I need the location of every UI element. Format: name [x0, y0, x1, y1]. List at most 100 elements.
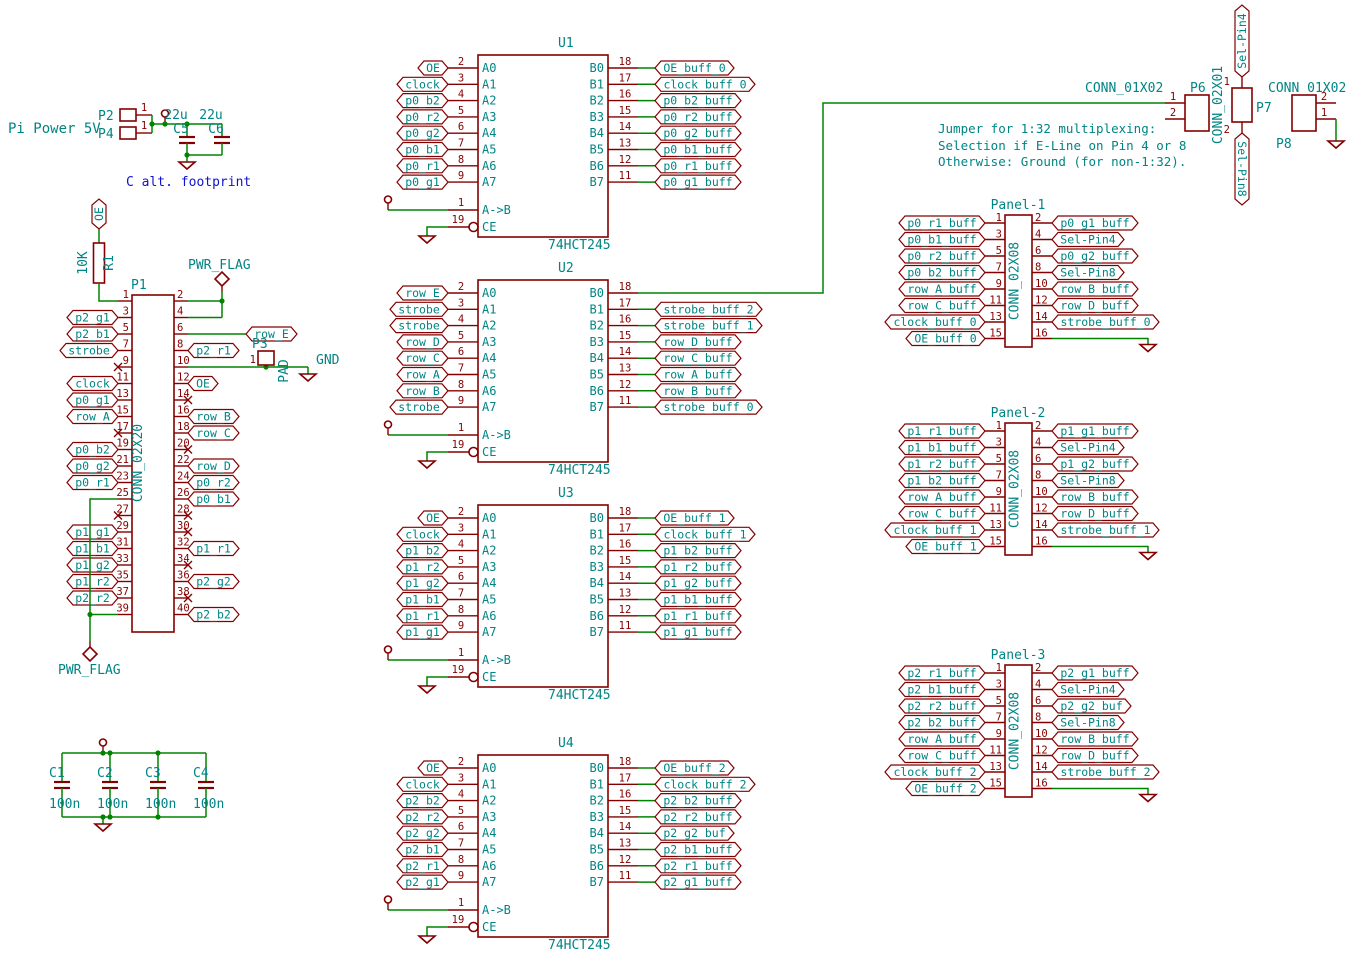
connector-p6-body	[1184, 94, 1210, 132]
connector-p4-body	[119, 126, 137, 140]
net-label: row_E	[254, 327, 289, 341]
pin-number: 4	[458, 314, 464, 326]
pin-name: B0	[590, 761, 604, 775]
junction-dot	[100, 750, 106, 756]
pin-number: 2	[1170, 107, 1176, 119]
pwr-flag-label: PWR_FLAG	[188, 258, 251, 273]
net-label-group: Sel-Pin8	[1234, 132, 1250, 206]
net-label: Sel-Pin4	[1060, 441, 1115, 455]
pin-number: 39	[116, 603, 129, 615]
pin-number: 23	[116, 471, 129, 483]
net-label: clock_buff_0	[663, 77, 746, 91]
net-label-group: OE	[91, 198, 107, 230]
net-label-shape	[1051, 231, 1125, 248]
c-alt-footprint-note: C alt. footprint	[126, 175, 251, 190]
p1-ref: P1	[131, 278, 147, 293]
pin-number: 5	[996, 245, 1002, 257]
net-label: p2_r1	[405, 859, 440, 873]
net-label-shape	[396, 624, 449, 640]
net-label: strobe	[398, 319, 440, 333]
pin-number: 15	[989, 778, 1002, 790]
pin-number: 11	[619, 395, 632, 407]
no-connect-x	[183, 511, 193, 520]
pin-number: 2	[458, 756, 464, 768]
pin-number: 11	[989, 745, 1002, 757]
pin-number: 1	[1224, 76, 1230, 88]
pin-number: 28	[177, 504, 190, 516]
pin-number: 1	[458, 647, 464, 659]
pin-number: 3	[996, 229, 1002, 241]
connector-p1-body	[131, 294, 175, 633]
pin-name: B6	[590, 859, 604, 873]
net-label: p2_r1	[196, 344, 231, 358]
pin-number: 1	[458, 897, 464, 909]
pin-number: 7	[996, 470, 1002, 482]
net-label: p1_g2_buff	[1060, 457, 1129, 471]
no-connect-x	[113, 511, 123, 520]
net-label: p1_g2	[75, 558, 110, 572]
net-label-shape	[66, 524, 119, 540]
pwr-flag-label: PWR_FLAG	[58, 663, 121, 678]
pin-number: 6	[458, 571, 464, 583]
junction-dot	[184, 121, 190, 127]
net-label: strobe	[68, 344, 110, 358]
pin-name: A4	[482, 826, 496, 840]
pin-number: 2	[1224, 124, 1230, 136]
connector-p8-body	[1291, 94, 1317, 132]
net-label-shape	[187, 491, 240, 507]
net-label-shape	[654, 542, 742, 559]
net-label-shape	[396, 383, 449, 399]
net-label-shape	[654, 792, 742, 809]
net-label-shape	[654, 841, 742, 858]
pwr-flag-symbol	[81, 645, 99, 663]
enable-bubble	[468, 446, 479, 458]
net-label-shape	[898, 423, 986, 439]
net-label: p0_b2_buff	[663, 94, 732, 108]
net-label: OE	[426, 761, 440, 775]
enable-bubble	[468, 221, 479, 233]
net-label: clock_buff_2	[663, 777, 746, 791]
e-line-wire	[638, 102, 1165, 294]
pin-number: 20	[177, 438, 190, 450]
pin-number: 16	[619, 789, 632, 801]
cap-ref: C2	[97, 766, 113, 781]
pin-name: A->B	[482, 653, 511, 667]
pin-name: A3	[482, 810, 496, 824]
pin-number: 1	[123, 289, 129, 301]
net-label: row_D	[405, 335, 440, 349]
pin-name: A->B	[482, 203, 511, 217]
gnd-symbol	[297, 373, 319, 383]
net-label-shape	[396, 158, 449, 174]
net-label-shape	[396, 141, 449, 158]
pin-name: A0	[482, 761, 496, 775]
net-label: p2_g2	[196, 575, 231, 589]
enable-bubble	[468, 921, 479, 933]
ic-ref: U1	[558, 36, 574, 51]
net-label-shape	[898, 456, 986, 472]
net-label: row_A_buff	[907, 732, 976, 746]
pin-name: B2	[590, 94, 604, 108]
net-label: row_C	[405, 351, 440, 365]
net-label: strobe_buff_1	[663, 319, 753, 333]
pin-number: 14	[177, 388, 190, 400]
net-label-shape	[898, 297, 986, 314]
net-label: p0_r2	[405, 110, 440, 124]
pin-number: 4	[458, 89, 464, 101]
net-label: p0_g1_buff	[663, 175, 732, 189]
pin-number: 8	[1035, 712, 1041, 724]
pin-number: 10	[1035, 278, 1048, 290]
net-label-shape	[66, 375, 119, 392]
pin-name: A7	[482, 400, 496, 414]
net-label: p1_b1	[405, 593, 440, 607]
p6-value: CONN_01X02	[1085, 81, 1163, 96]
cap-ref: C3	[145, 766, 161, 781]
net-label: row_C_buff	[907, 507, 976, 521]
panel-body	[1004, 664, 1033, 798]
pin-name: A7	[482, 875, 496, 889]
net-label-shape	[396, 76, 449, 92]
net-label: row_D_buff	[1060, 507, 1129, 521]
net-label: p0_r2_buff	[663, 110, 732, 124]
pin-name: B0	[590, 286, 604, 300]
pin-number: 19	[116, 438, 129, 450]
net-label: p0_b1	[405, 143, 440, 157]
